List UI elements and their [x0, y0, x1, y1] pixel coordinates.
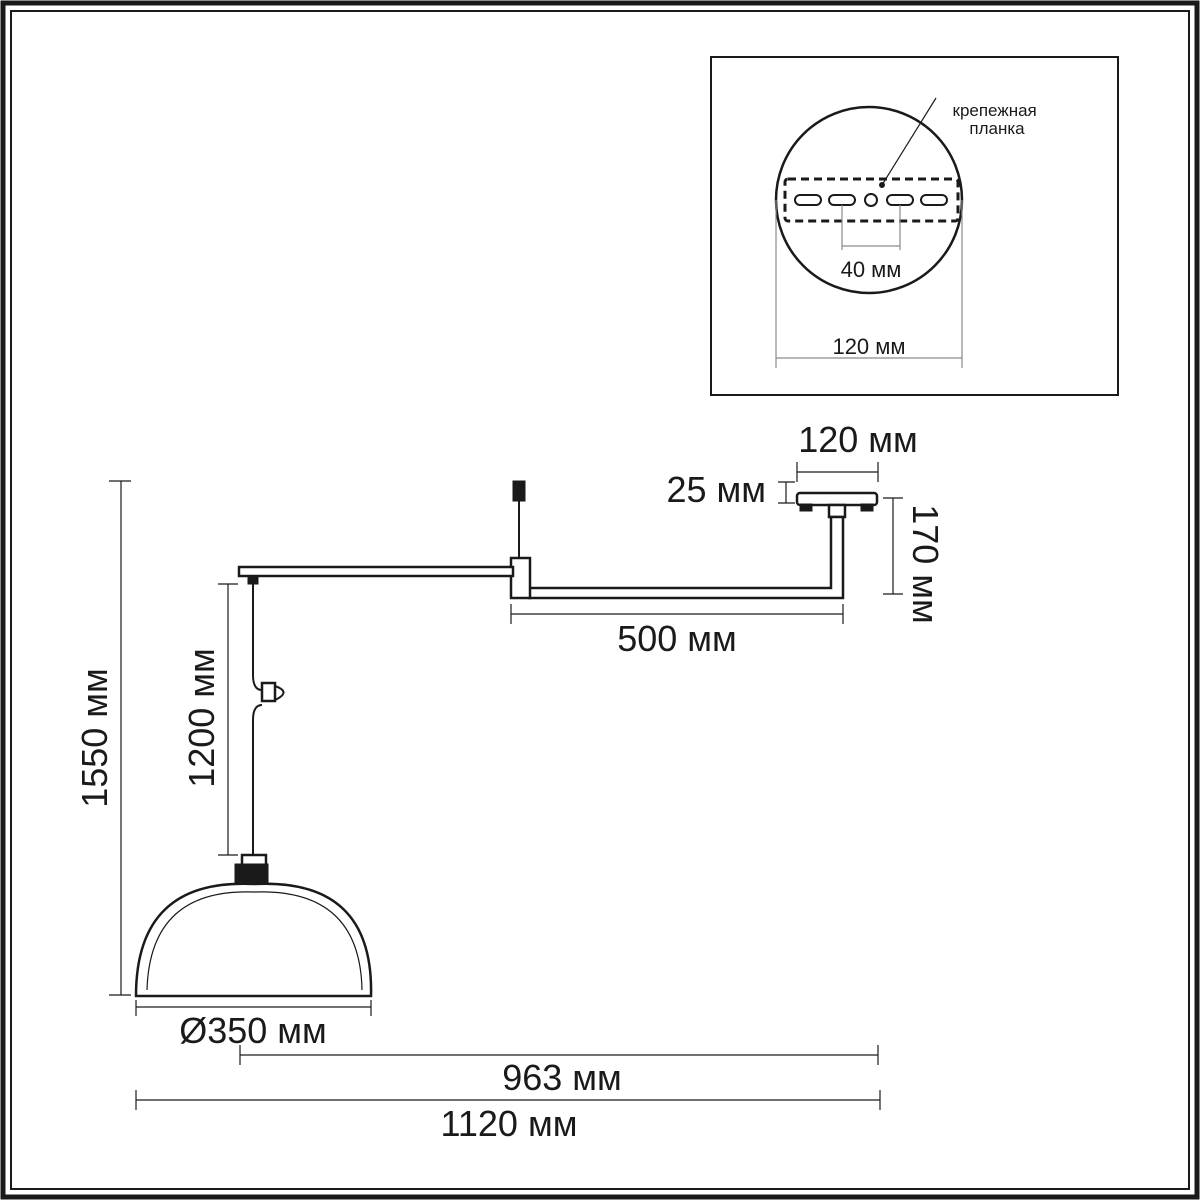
canopy-diameter-label: 120 мм	[832, 334, 905, 359]
cable-loop	[274, 685, 285, 701]
cord-plug	[512, 480, 526, 502]
canopy-height-label: 25 мм	[666, 469, 766, 510]
mount-label-line-1: крепежная	[953, 101, 1037, 120]
leader-line	[881, 97, 937, 186]
inner-frame	[10, 10, 1190, 1190]
lower-arm	[527, 515, 845, 600]
total-height-label: 1550 мм	[74, 668, 115, 808]
slot	[794, 194, 822, 206]
slot	[920, 194, 948, 206]
cable-holder	[260, 681, 277, 703]
hole-spacing-label: 40 мм	[841, 257, 902, 282]
upper-arm	[237, 565, 515, 578]
shade-inner-edge	[146, 891, 363, 991]
pivot-block	[509, 556, 532, 600]
mounting-bar	[783, 177, 960, 223]
drop-height-label: 170 мм	[905, 504, 946, 624]
canopy-width-label: 120 мм	[798, 419, 918, 460]
lamp-drawing	[134, 480, 879, 998]
mounting-inset: крепежная планка 40 мм 120 мм	[710, 56, 1119, 396]
hanging-cable	[252, 584, 263, 855]
total-width-label: 1120 мм	[441, 1103, 578, 1144]
mount-label: крепежная планка	[953, 101, 1042, 138]
dimensions: 120 мм 25 мм 170 мм 500 мм 1200 мм 1550 …	[74, 419, 946, 1144]
cable-length-label: 1200 мм	[181, 648, 222, 788]
center-hole	[864, 193, 878, 207]
shade-diameter-label: Ø350 мм	[179, 1010, 327, 1051]
leader-dot	[879, 182, 885, 188]
arm-end-cap	[247, 575, 259, 585]
mount-label-line-2: планка	[969, 119, 1025, 138]
reach-963-label: 963 мм	[502, 1057, 622, 1098]
canopy-foot	[799, 503, 813, 512]
canopy	[795, 491, 879, 507]
dome-shade	[134, 882, 373, 998]
canopy-foot	[860, 503, 874, 512]
arm-length-label: 500 мм	[617, 618, 737, 659]
canopy-joint	[827, 503, 847, 519]
inset-frame	[710, 56, 1119, 396]
